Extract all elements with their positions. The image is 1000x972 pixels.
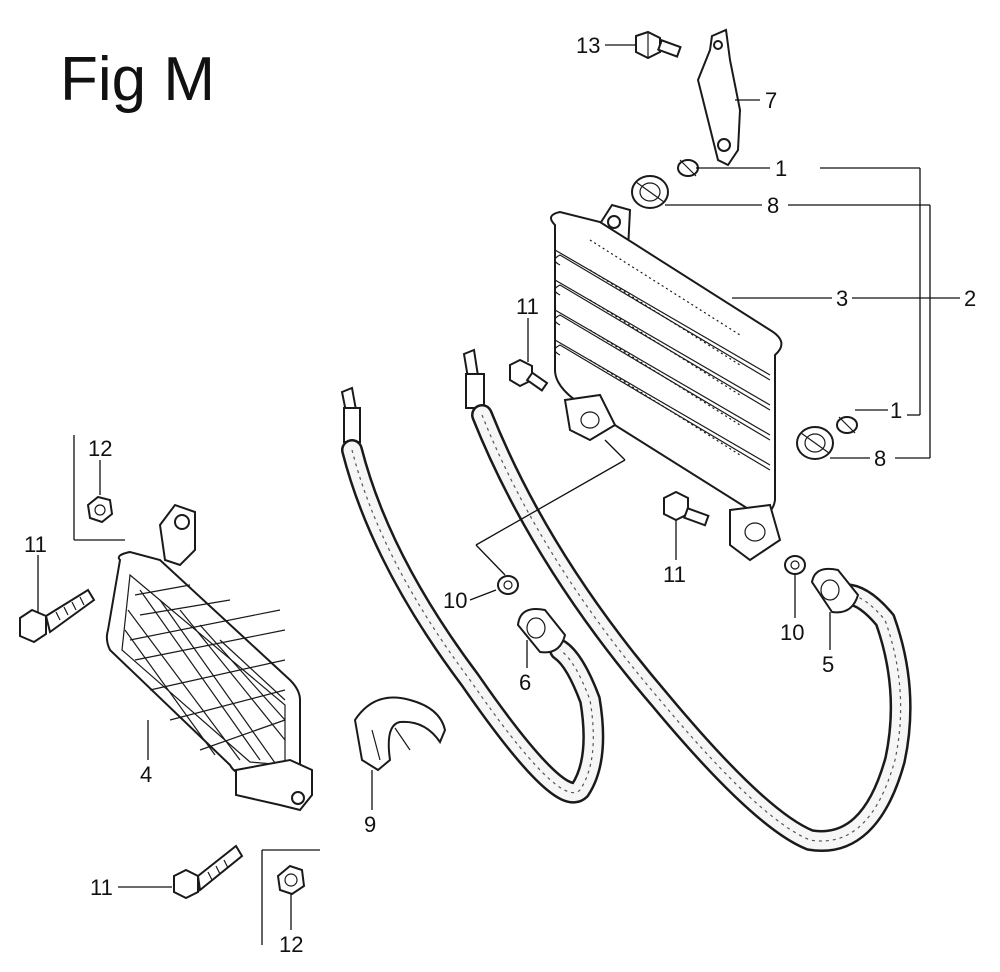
- part-1-collar-upper: [677, 159, 699, 177]
- callout-7: 7: [765, 88, 777, 113]
- part-12-nut-upper: [86, 495, 114, 524]
- callout-1-lower: 1: [890, 398, 902, 423]
- part-10-washer-right: [784, 555, 806, 575]
- callout-11-middle: 11: [663, 562, 686, 587]
- part-4-cooler-guard: [105, 503, 313, 812]
- callout-11-bottom: 11: [90, 875, 113, 900]
- callout-5: 5: [822, 652, 834, 677]
- callout-3: 3: [836, 286, 848, 311]
- callout-6: 6: [519, 670, 531, 695]
- part-1-collar-lower: [836, 416, 858, 434]
- leader-lines: [37, 44, 960, 945]
- callout-12-lower: 12: [279, 932, 303, 957]
- part-9-hose-clamp: [353, 696, 447, 772]
- part-5-hose-fitting: [810, 567, 860, 614]
- callout-11-upper: 11: [516, 294, 539, 319]
- part-8-grommet-upper: [631, 175, 669, 209]
- part-11-bolt-bottom: [173, 844, 244, 900]
- callout-2: 2: [964, 286, 976, 311]
- callout-10-left: 10: [443, 588, 467, 613]
- callout-8-lower: 8: [874, 446, 886, 471]
- part-13-bolt: [635, 30, 682, 60]
- callout-labels: 13 7 1 8 3 2 11 1 8 12 11 11 10 10 5 6 4…: [24, 33, 976, 957]
- part-12-nut-lower: [276, 864, 306, 896]
- callout-12-upper: 12: [88, 436, 112, 461]
- part-11-bolt-upper: [509, 358, 549, 392]
- callout-4: 4: [140, 762, 152, 787]
- hose-right: [462, 348, 912, 852]
- hose-left: [340, 386, 605, 804]
- callout-9: 9: [364, 812, 376, 837]
- callout-1-upper: 1: [775, 156, 787, 181]
- part-11-bolt-middle: [663, 490, 710, 527]
- part-7-bracket: [696, 28, 742, 167]
- callout-11-left: 11: [24, 532, 47, 557]
- part-11-bolt-left: [19, 588, 96, 644]
- part-8-grommet-lower: [796, 426, 834, 460]
- callout-13: 13: [576, 33, 600, 58]
- part-3-oil-cooler: [550, 203, 783, 562]
- callout-8-upper: 8: [767, 193, 779, 218]
- callout-10-right: 10: [780, 620, 804, 645]
- part-6-hose-fitting: [516, 608, 567, 654]
- part-10-washer-left: [497, 575, 519, 595]
- figure-title: Fig M: [60, 45, 215, 114]
